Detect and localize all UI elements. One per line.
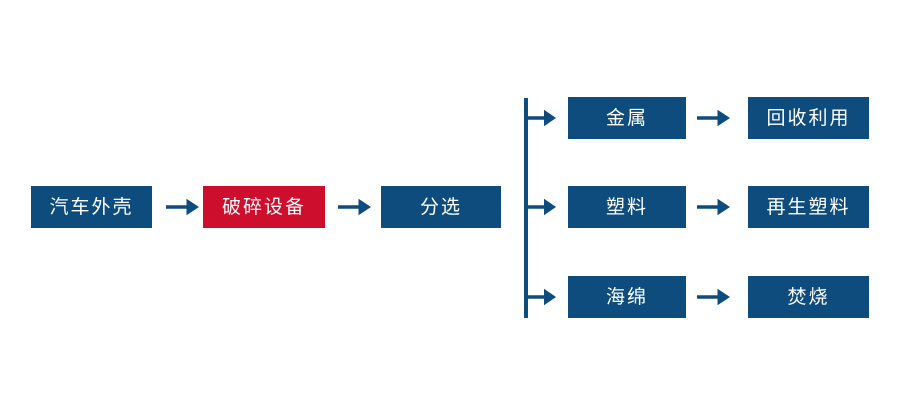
node-material-sponge[interactable]: 海绵 bbox=[568, 276, 686, 318]
node-sorting[interactable]: 分选 bbox=[381, 186, 501, 228]
arrow-right-icon bbox=[697, 105, 731, 131]
node-material-metal[interactable]: 金属 bbox=[568, 97, 686, 139]
arrow-right-icon bbox=[338, 194, 372, 220]
branch-arrow-icon bbox=[527, 194, 557, 220]
node-outcome-incineration[interactable]: 焚烧 bbox=[748, 276, 869, 318]
arrow-right-icon bbox=[697, 284, 731, 310]
branch-arrow-icon bbox=[527, 105, 557, 131]
node-car-shell[interactable]: 汽车外壳 bbox=[31, 186, 152, 228]
branch-arrow-icon bbox=[527, 284, 557, 310]
node-crusher-equipment[interactable]: 破碎设备 bbox=[203, 186, 325, 228]
arrow-right-icon bbox=[697, 194, 731, 220]
arrow-right-icon bbox=[166, 194, 200, 220]
node-outcome-recycling[interactable]: 回收利用 bbox=[748, 97, 869, 139]
node-material-plastic[interactable]: 塑料 bbox=[568, 186, 686, 228]
node-outcome-regenerated-plastic[interactable]: 再生塑料 bbox=[748, 186, 869, 228]
distribution-bus-line bbox=[524, 98, 528, 318]
